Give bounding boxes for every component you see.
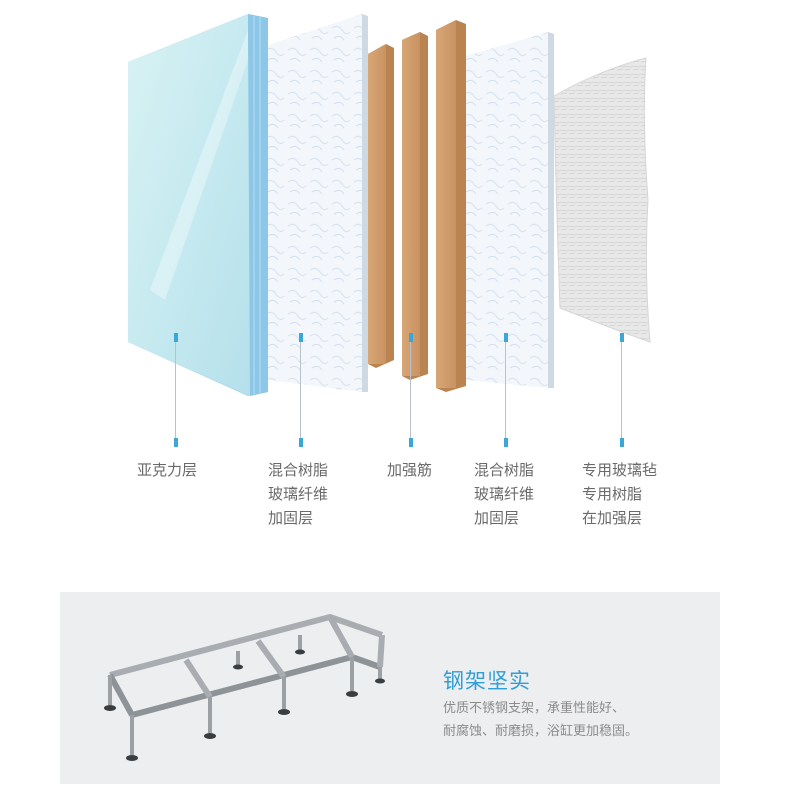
fiber-layer-panel-1: [268, 14, 368, 392]
acrylic-layer-panel: [128, 14, 268, 396]
label-line: 加强筋: [387, 458, 432, 482]
description-line: 优质不锈钢支架，承重性能好、: [443, 697, 638, 720]
callout-marker-bottom: [504, 438, 508, 447]
label-line: 专用玻璃毡: [582, 458, 657, 482]
description-line: 耐腐蚀、耐磨损，浴缸更加稳固。: [443, 720, 638, 743]
reinforcement-ribs: [368, 20, 466, 392]
label-line: 加固层: [268, 506, 328, 530]
label-line: 混合树脂: [268, 458, 328, 482]
rib-label: 加强筋: [387, 458, 432, 482]
callout-marker-top: [174, 333, 178, 342]
layer-structure-illustration: [0, 0, 800, 420]
label-line: 混合树脂: [474, 458, 534, 482]
callout-marker-top: [504, 333, 508, 342]
callout-marker-top: [620, 333, 624, 342]
label-line: 玻璃纤维: [474, 482, 534, 506]
fiber-layer-panel-2: [466, 32, 554, 388]
fiber-layer-label-1: 混合树脂 玻璃纤维 加固层: [268, 458, 328, 530]
label-line: 在加强层: [582, 506, 657, 530]
steel-frame-illustration: [90, 605, 410, 775]
callout-line: [410, 342, 411, 438]
felt-layer-label: 专用玻璃毡 专用树脂 在加强层: [582, 458, 657, 530]
glass-felt-panel: [554, 58, 650, 342]
label-line: 加固层: [474, 506, 534, 530]
callout-line: [505, 342, 506, 438]
label-line: 亚克力层: [137, 458, 197, 482]
label-line: 玻璃纤维: [268, 482, 328, 506]
callout-line: [621, 342, 622, 438]
label-line: 专用树脂: [582, 482, 657, 506]
callout-marker-top: [409, 333, 413, 342]
callout-marker-bottom: [620, 438, 624, 447]
callout-line: [175, 342, 176, 438]
steel-frame-description: 优质不锈钢支架，承重性能好、 耐腐蚀、耐磨损，浴缸更加稳固。: [443, 697, 638, 743]
fiber-layer-label-2: 混合树脂 玻璃纤维 加固层: [474, 458, 534, 530]
callout-marker-bottom: [174, 438, 178, 447]
callout-marker-bottom: [409, 438, 413, 447]
callout-line: [300, 342, 301, 438]
steel-frame-title: 钢架坚实: [443, 665, 531, 695]
acrylic-layer-label: 亚克力层: [137, 458, 197, 482]
callout-marker-bottom: [299, 438, 303, 447]
callout-marker-top: [299, 333, 303, 342]
